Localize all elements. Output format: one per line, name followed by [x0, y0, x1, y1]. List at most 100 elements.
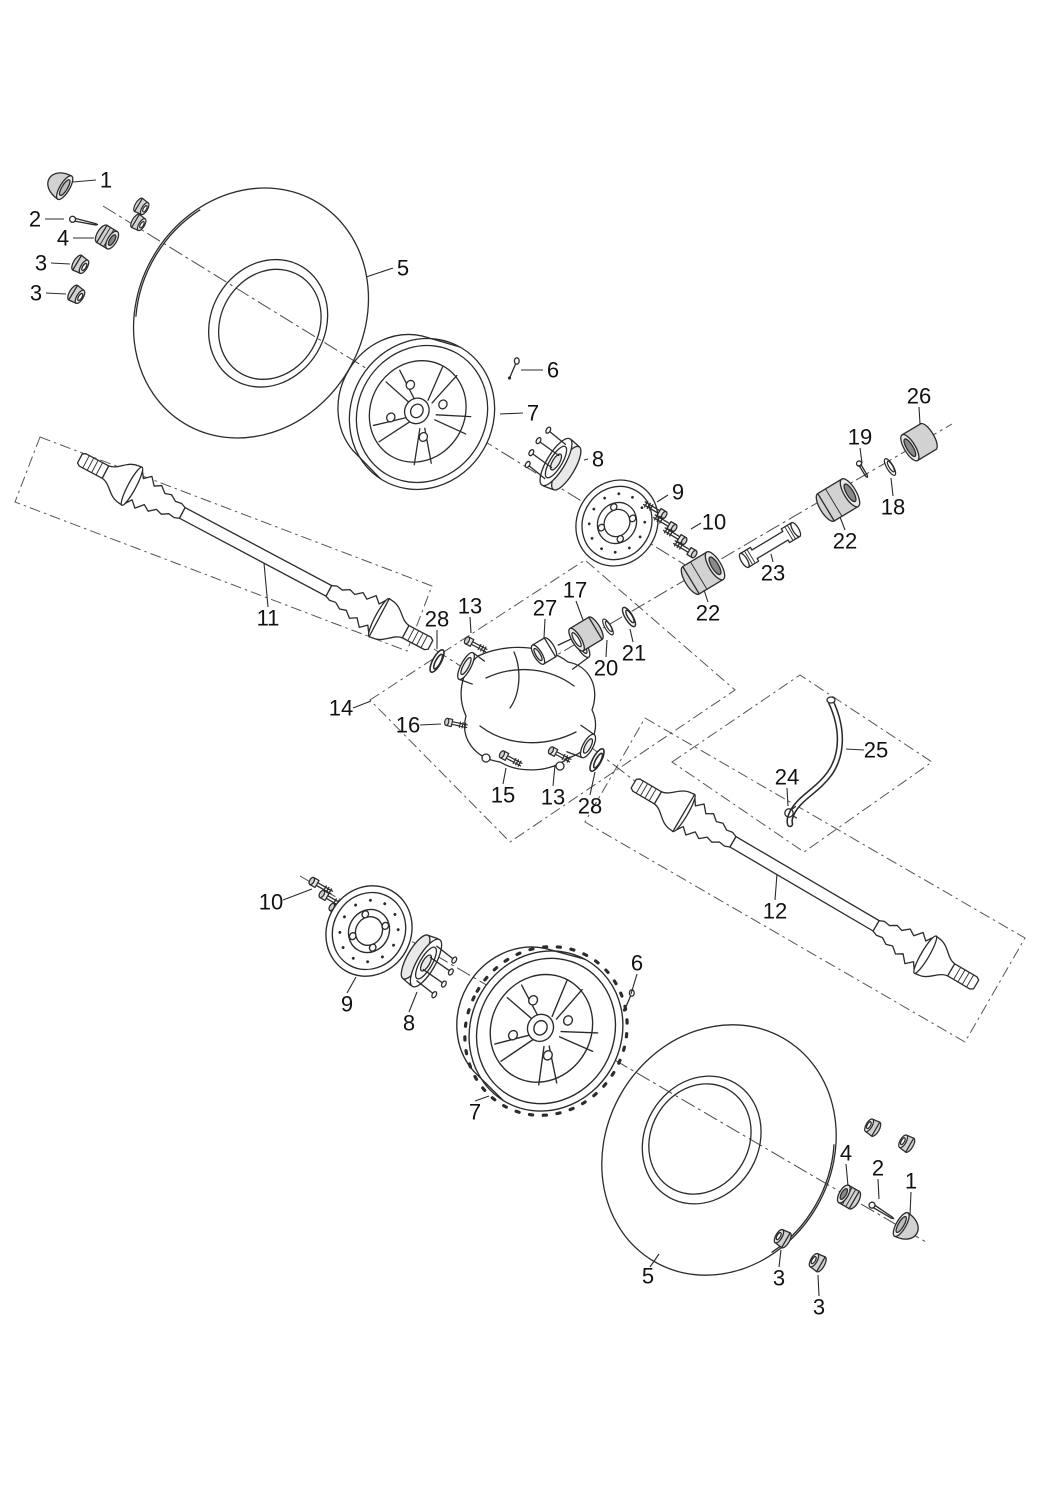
propshaft-cap [900, 422, 938, 462]
wheel-nut [69, 252, 92, 277]
wheel-nut [131, 196, 152, 218]
callout-7-leader [474, 1095, 490, 1102]
phantom-group-outlines [14, 436, 1026, 1043]
castle-nut [92, 222, 122, 252]
callout-2-leader [877, 1178, 880, 1200]
castle-nut [834, 1182, 864, 1212]
callout-5-label: 5 [642, 1264, 654, 1289]
callout-6-label: 6 [547, 358, 559, 383]
callout-21-leader [629, 628, 634, 643]
callout-28-label: 28 [578, 794, 602, 819]
propshaft-joint-shaft [738, 521, 802, 569]
callout-27-label: 27 [533, 596, 557, 621]
front-valve-stem [507, 357, 520, 380]
callout-13-label: 13 [541, 785, 565, 810]
parts-layer [41, 166, 988, 1275]
propshaft-axis-line [496, 423, 953, 691]
callout-5-leader [649, 1253, 660, 1268]
callout-21-label: 21 [622, 641, 646, 666]
callout-12-leader [774, 873, 778, 901]
wheel-nut [65, 282, 88, 307]
callout-7-label: 7 [527, 401, 539, 426]
callout-14-label: 14 [329, 696, 353, 721]
callout-22-leader [703, 589, 709, 603]
callout-3-leader [45, 292, 67, 295]
callout-10-leader [690, 522, 702, 530]
callout-22-label: 22 [833, 529, 857, 554]
callout-6-leader [630, 973, 638, 995]
callout-9-label: 9 [341, 992, 353, 1017]
callout-26-leader [918, 406, 921, 425]
callout-16-leader [419, 723, 442, 726]
callout-22-label: 22 [696, 601, 720, 626]
input-bushing [568, 616, 604, 652]
callout-3-leader [50, 262, 71, 265]
cotter-pin [68, 215, 99, 229]
cotter-pin [867, 1200, 896, 1222]
callout-1-leader [72, 179, 97, 183]
differential-housing [457, 635, 597, 771]
callout-3-label: 3 [30, 281, 42, 306]
callout-25-label: 25 [864, 738, 888, 763]
callout-3-label: 3 [773, 1266, 785, 1291]
wheel-nut [861, 1116, 884, 1139]
rear-wheel-axis-line [299, 875, 927, 1243]
callout-15-label: 15 [491, 783, 515, 808]
callout-14-leader [352, 700, 372, 709]
callout-3-leader [817, 1274, 820, 1297]
callout-1-label: 1 [100, 168, 112, 193]
callout-10-label: 10 [259, 890, 283, 915]
callout-4-leader [845, 1163, 849, 1187]
callout-22-leader [839, 516, 846, 531]
callout-3-label: 3 [35, 251, 47, 276]
callout-9-leader [346, 976, 357, 994]
callout-13-label: 13 [458, 594, 482, 619]
callout-8-label: 8 [403, 1011, 415, 1036]
callout-2-label: 2 [29, 207, 41, 232]
callout-10-label: 10 [702, 510, 726, 535]
callout-28-leader [589, 771, 596, 796]
callout-8-leader [408, 991, 418, 1013]
callout-5-leader [365, 267, 394, 278]
axle-dust-cap [889, 1209, 925, 1246]
callout-5-label: 5 [397, 256, 409, 281]
callout-16-label: 16 [396, 713, 420, 738]
axle-dust-cap [41, 166, 77, 203]
callout-3-label: 3 [813, 1295, 825, 1320]
propshaft-coupling [676, 548, 730, 598]
breather-hose [786, 696, 844, 828]
callout-28-label: 28 [425, 607, 449, 632]
callout-27-leader [543, 618, 546, 639]
callout-12-label: 12 [763, 899, 787, 924]
callout-24-label: 24 [775, 765, 799, 790]
callout-20-label: 20 [594, 656, 618, 681]
callout-4-label: 4 [840, 1141, 852, 1166]
callout-18-leader [890, 477, 894, 497]
breather-hose-group-outline [671, 674, 933, 853]
callout-10-leader [282, 888, 313, 901]
callout-17-label: 17 [563, 578, 587, 603]
differential-group-outline [369, 559, 736, 843]
callout-8-leader [583, 458, 589, 461]
propshaft-coupling [811, 475, 865, 525]
housing-bolt [462, 635, 489, 655]
callout-13-leader [552, 764, 556, 787]
callout-19-leader [859, 447, 863, 464]
callout-9-leader [656, 494, 669, 503]
front-brake-disc [559, 464, 675, 582]
callout-20-leader [605, 639, 608, 658]
callout-7-label: 7 [469, 1100, 481, 1125]
rear-wheel-rim [426, 914, 653, 1141]
callout-3-leader [778, 1249, 782, 1268]
callout-4-label: 4 [57, 226, 69, 251]
wheel-nut [895, 1132, 918, 1155]
callout-17-leader [575, 600, 584, 621]
callout-26-label: 26 [907, 384, 931, 409]
callout-25-leader [845, 748, 865, 751]
callout-19-label: 19 [848, 425, 872, 450]
wheel-nut [806, 1250, 829, 1275]
callout-7-leader [499, 412, 524, 415]
